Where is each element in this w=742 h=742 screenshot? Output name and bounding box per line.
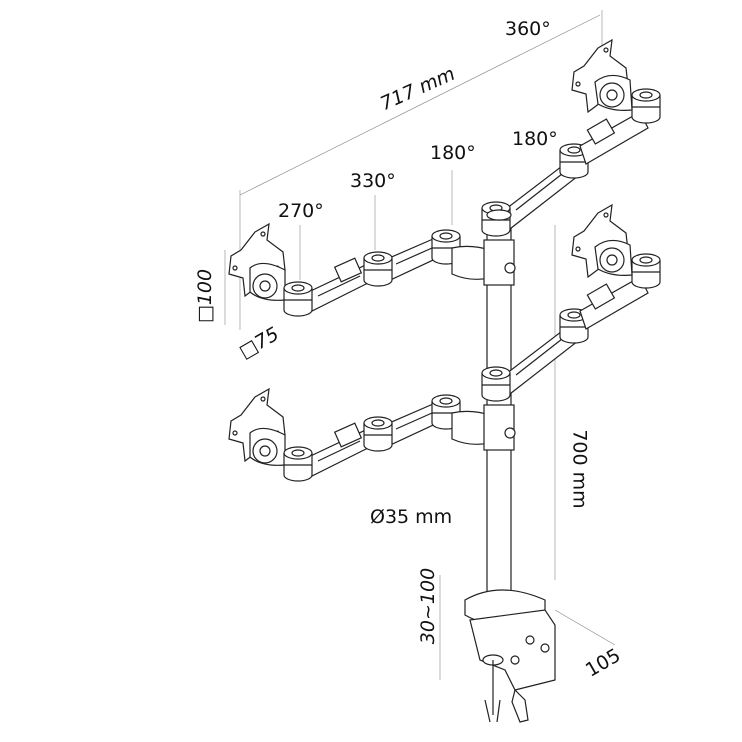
- label-vesa-100: □100: [194, 268, 217, 324]
- label-180-right: 180°: [512, 128, 558, 150]
- label-pole-height: 700 mm: [568, 429, 591, 509]
- label-360: 360°: [505, 18, 551, 40]
- label-clamp-range: 30~100: [417, 567, 440, 645]
- label-330: 330°: [350, 170, 396, 192]
- arm-upper-left: [229, 224, 490, 316]
- arm-upper-right: [482, 40, 660, 236]
- arm-lower-left: [229, 389, 490, 481]
- desk-clamp: [464, 589, 556, 723]
- dimension-lines: [224, 10, 616, 680]
- label-270: 270°: [278, 200, 324, 222]
- label-180-pole: 180°: [430, 142, 476, 164]
- label-pole-diameter: Ø35 mm: [370, 506, 453, 528]
